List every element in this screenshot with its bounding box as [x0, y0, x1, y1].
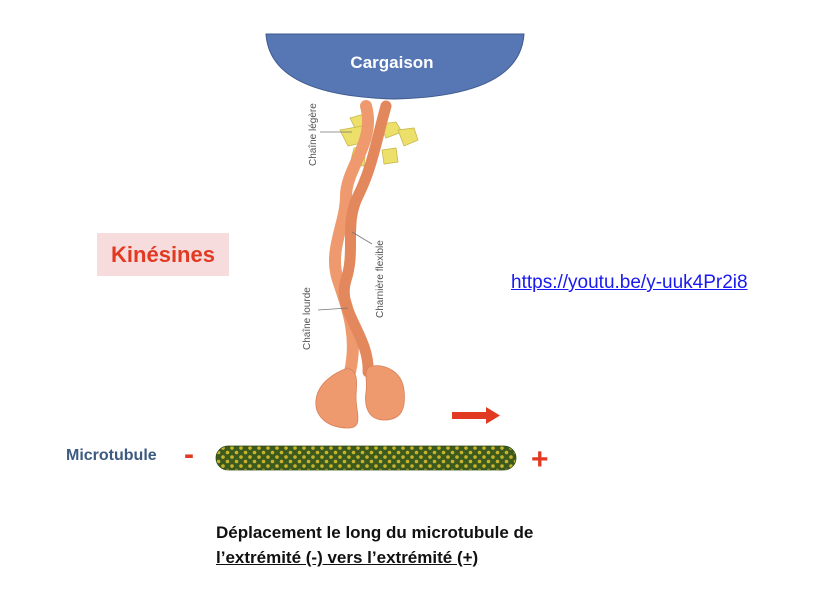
video-link[interactable]: https://youtu.be/y-uuk4Pr2i8	[511, 272, 748, 293]
kinesin-title-box: Kinésines	[97, 233, 229, 276]
microtubule-bar	[215, 445, 517, 471]
heavy-chain-pointer	[317, 307, 349, 311]
microtubule-label: Microtubule	[66, 447, 157, 464]
minus-end-sign: -	[184, 438, 194, 471]
plus-end-sign: +	[531, 443, 549, 476]
hinge-pointer	[351, 231, 373, 245]
caption-line-1: Déplacement le long du microtubule de	[216, 523, 534, 542]
light-chain-label: Chaîne légère	[308, 103, 319, 166]
motor-head-left	[315, 367, 359, 429]
kinesin-title: Kinésines	[111, 241, 215, 267]
heavy-chain-label: Chaîne lourde	[302, 287, 313, 350]
direction-arrow	[452, 407, 500, 424]
flexible-hinge-label: Charnière flexible	[375, 240, 386, 318]
caption: Déplacement le long du microtubule de l’…	[216, 520, 533, 570]
cargo-label: Cargaison	[350, 53, 433, 72]
heavy-chain-strand-2	[338, 100, 392, 378]
kinesin-heavy-chains	[315, 100, 405, 429]
caption-line-2: l’extrémité (-) vers l’extrémité (+)	[216, 548, 479, 567]
cargo-shape	[265, 33, 525, 100]
motor-head-right	[365, 365, 405, 421]
